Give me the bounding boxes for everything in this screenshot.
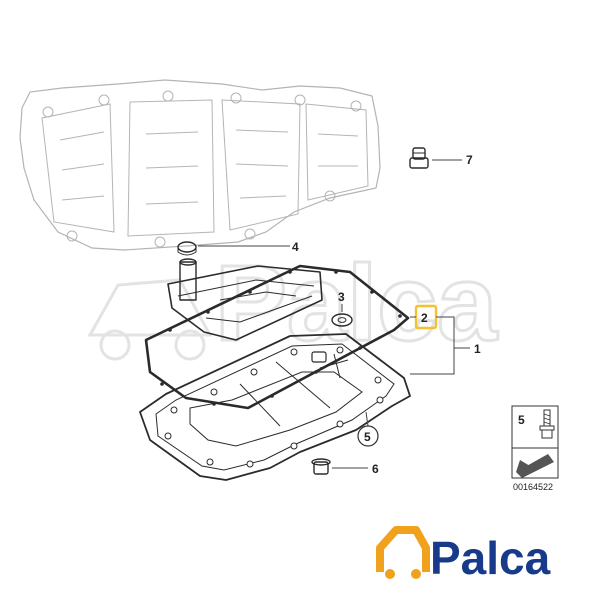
callout-6: 6	[372, 462, 379, 476]
part-7-plug	[409, 147, 429, 169]
part-2-gasket	[144, 264, 410, 410]
watermark-car-icon	[87, 278, 213, 361]
part-4-filter	[167, 241, 323, 341]
leader-line-5	[365, 411, 369, 427]
logo-car-icon	[376, 526, 430, 579]
part-3-seal	[331, 313, 353, 327]
legend-number: 5	[518, 413, 525, 427]
bracket-1	[410, 316, 455, 375]
callout-5-circle	[357, 425, 379, 447]
callout-5: 5	[364, 430, 371, 444]
watermark-text: Palca	[215, 242, 498, 363]
callout-4: 4	[292, 240, 299, 254]
palca-watermark: Palca	[87, 241, 500, 365]
callout-7: 7	[466, 153, 473, 167]
pan-direction-arrow-icon	[516, 454, 554, 478]
part-6-drain-plug	[311, 458, 331, 475]
callout-2: 2	[421, 311, 428, 325]
bolt-icon	[539, 409, 555, 439]
logo-text: Palca	[430, 532, 551, 584]
part-1-oil-pan	[139, 333, 411, 481]
palca-logo: Palca	[376, 526, 551, 584]
transmission-housing	[19, 79, 381, 251]
callout-1: 1	[474, 342, 481, 356]
legend-box: 5	[511, 405, 559, 479]
callout-3: 3	[338, 290, 345, 304]
catalog-number: 00164522	[513, 482, 553, 492]
